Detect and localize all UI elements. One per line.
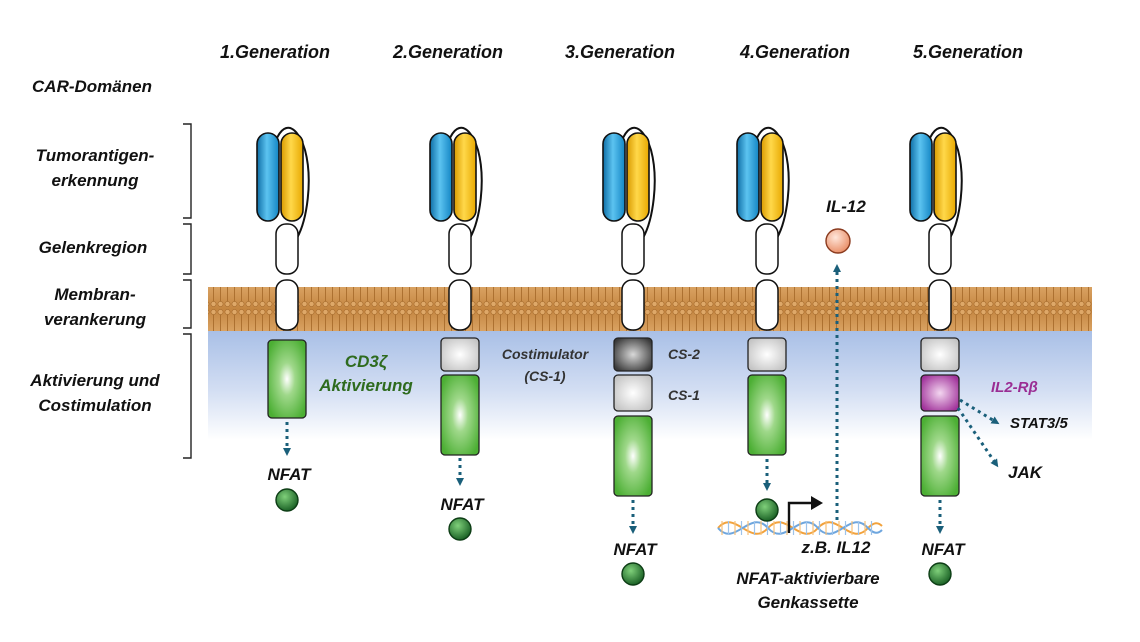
gen5-transmembrane [928, 279, 952, 331]
gen5-labels: IL2-Rβ STAT3/5 JAK NFAT [921, 379, 1068, 559]
gen3-scfv [602, 127, 656, 243]
gen5-title: 5.Generation [913, 42, 1023, 62]
gen3-nfat-molecule [621, 562, 645, 586]
dna-strand-blue [717, 521, 883, 535]
gen4-title: 4.Generation [739, 42, 850, 62]
domain-brackets [183, 123, 192, 459]
gen2-costim-domain [440, 337, 480, 372]
gen4-vh-domain [736, 132, 760, 222]
gen2-nfat-molecule [448, 517, 472, 541]
gen3-cs2-label: CS-2 [668, 346, 700, 362]
gen2-vl-domain [453, 132, 477, 222]
gen5-costim-domain [920, 337, 960, 372]
gen3-cs2-domain [613, 337, 653, 372]
gen4-promoter-arrow [787, 501, 813, 533]
gen4-scfv [736, 127, 790, 243]
anchoring-label-2: verankerung [44, 310, 147, 329]
gen1-nfat-label: NFAT [267, 465, 312, 484]
gen5-scfv [909, 127, 963, 243]
activation-label-1: Aktivierung und [29, 371, 160, 390]
gen4-cassette-label-1: NFAT-aktivierbare [736, 569, 879, 588]
gen1-cd3z-label-2: Aktivierung [318, 376, 413, 395]
gen4-dna-helix [717, 521, 883, 535]
gen4-promoter-arrow-head [811, 496, 823, 510]
gen2-costim-label-1: Costimulator [502, 346, 590, 362]
gen1-labels: CD3ζ Aktivierung NFAT [267, 352, 413, 484]
recognition-label-1: Tumorantigen- [36, 146, 155, 165]
gen1-title: 1.Generation [220, 42, 330, 62]
gen5-jak-label: JAK [1008, 463, 1044, 482]
gen5-stat-label: STAT3/5 [1010, 415, 1068, 432]
gen1-cd3z-label-1: CD3ζ [345, 352, 389, 371]
gen5-cd3z-domain [920, 415, 960, 497]
gen5-vh-domain [909, 132, 933, 222]
gen1-transmembrane [275, 279, 299, 331]
gen2-title: 2.Generation [392, 42, 503, 62]
gen3-labels: CS-2 CS-1 NFAT [613, 346, 700, 559]
gen3-cs1-label: CS-1 [668, 387, 700, 403]
gen3-title: 3.Generation [565, 42, 675, 62]
gen5-il2rb-domain [920, 374, 960, 412]
gen3-transmembrane [621, 279, 645, 331]
gen4-nfat-molecule [755, 498, 779, 522]
gen1-hinge [275, 223, 299, 275]
domain-labels: CAR-Domänen Tumorantigen- erkennung Gele… [29, 77, 160, 415]
gen1-scfv [256, 127, 310, 243]
anchoring-label-1: Membran- [54, 285, 136, 304]
gen1-nfat-molecule [275, 488, 299, 512]
gen4-labels: IL-12 z.B. IL12 NFAT-aktivierbare Genkas… [736, 197, 879, 612]
gen1-vl-domain [280, 132, 304, 222]
bracket-hinge [183, 223, 192, 275]
gen5-vl-domain [933, 132, 957, 222]
cell-membrane-lipids [208, 287, 1092, 331]
gen2-nfat-label: NFAT [440, 495, 485, 514]
gen4-transmembrane [755, 279, 779, 331]
car-constructs [256, 127, 1000, 586]
gen4-cd3z-domain [747, 374, 787, 456]
car-domains-title: CAR-Domänen [32, 77, 152, 96]
gen2-hinge [448, 223, 472, 275]
gen2-labels: Costimulator (CS-1) NFAT [440, 346, 589, 514]
bracket-anchoring [183, 279, 192, 329]
generation-titles: 1.Generation 2.Generation 3.Generation 4… [220, 42, 1023, 62]
gen3-cd3z-domain [613, 415, 653, 497]
gen4-hinge [755, 223, 779, 275]
gen2-costim-label-2: (CS-1) [524, 368, 566, 384]
hinge-label: Gelenkregion [39, 238, 148, 257]
gen3-vl-domain [626, 132, 650, 222]
gen2-vh-domain [429, 132, 453, 222]
gen3-nfat-label: NFAT [613, 540, 658, 559]
gen4-vl-domain [760, 132, 784, 222]
gen1-cd3z-domain [267, 339, 307, 419]
gen5-stat-arrow [959, 398, 1000, 425]
bracket-activation [183, 333, 192, 459]
gen4-cassette-label-2: Genkassette [757, 593, 858, 612]
gen5-il2rb-label: IL2-Rβ [991, 379, 1038, 396]
gen3-vh-domain [602, 132, 626, 222]
gen4-il12-label: IL-12 [826, 197, 866, 216]
bracket-recognition [183, 123, 192, 219]
gen4-costim-domain [747, 337, 787, 372]
gen5-nfat-molecule [928, 562, 952, 586]
gen5-nfat-label: NFAT [921, 540, 966, 559]
recognition-label-2: erkennung [52, 171, 140, 190]
gen2-transmembrane [448, 279, 472, 331]
gen5-hinge [928, 223, 952, 275]
gen3-cs1-domain [613, 374, 653, 412]
gen3-hinge [621, 223, 645, 275]
gen1-vh-domain [256, 132, 280, 222]
gen4-example-label: z.B. IL12 [801, 538, 872, 557]
gen5-jak-arrow [956, 407, 999, 468]
activation-label-2: Costimulation [38, 396, 151, 415]
gen2-cd3z-domain [440, 374, 480, 456]
gen4-il12-molecule [825, 228, 851, 254]
